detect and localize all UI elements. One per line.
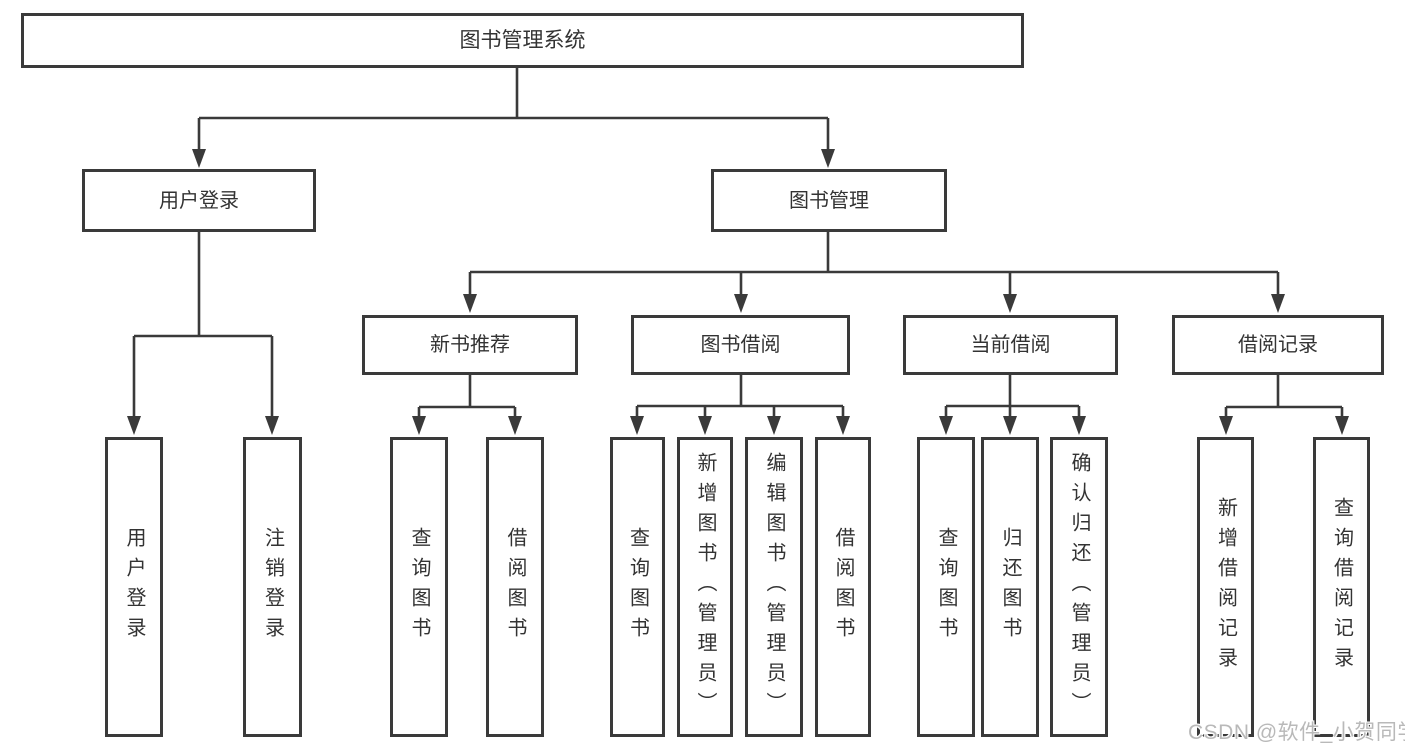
node-user-login: 用户登录 [82,169,316,232]
node-label: 查询图书 [935,527,957,647]
node-borrow-records: 借阅记录 [1172,315,1384,375]
connector-user-login-to-leaves [132,232,274,417]
arrowhead [939,416,953,435]
node-label: 查询图书 [626,527,649,647]
node-book-management: 图书管理 [711,169,947,232]
arrowhead [127,416,141,435]
node-label: 图书管理 [789,189,869,212]
node-label: 编辑图书（管理员） [763,452,785,722]
arrowhead [630,416,644,435]
node-label: 注销登录 [261,527,284,647]
arrowhead [508,416,522,435]
node-label: 归还图书 [999,527,1021,647]
arrowhead [192,149,206,168]
leaf-add-borrow-record: 新增借阅记录 [1197,437,1254,737]
leaf-confirm-return-admin: 确认归还（管理员） [1050,437,1108,737]
node-label: 借阅记录 [1238,334,1318,356]
leaf-query-books-current: 查询图书 [917,437,975,737]
arrowhead [463,294,477,313]
node-label: 查询图书 [408,527,430,647]
connector-book-borrow-to-leaves [635,375,845,418]
connector-borrow-records-to-leaves [1224,375,1344,418]
arrowhead [1072,416,1086,435]
leaf-logout: 注销登录 [243,437,302,737]
node-label: 新书推荐 [430,334,510,356]
node-label: 图书借阅 [700,334,781,356]
node-label: 借阅图书 [832,527,854,647]
node-label: 借阅图书 [504,527,526,647]
leaf-borrow-books-recommend: 借阅图书 [486,437,544,737]
node-label: 用户登录 [159,189,239,212]
leaf-query-borrow-record: 查询借阅记录 [1313,437,1370,737]
node-label: 用户登录 [123,527,145,647]
node-new-book-recommend: 新书推荐 [362,315,578,375]
node-label: 新增图书（管理员） [694,452,716,722]
arrowhead [1271,294,1285,313]
arrowhead [1003,416,1017,435]
arrowhead [734,294,748,313]
connector-new-book-recommend-to-leaves [417,375,517,418]
watermark: CSDN @软件_小贺同学 [1188,721,1405,744]
arrowhead [1003,294,1017,313]
leaf-add-book-admin: 新增图书（管理员） [677,437,733,737]
arrowhead [265,416,279,435]
leaf-return-book: 归还图书 [981,437,1039,737]
node-label: 确认归还（管理员） [1068,452,1090,722]
arrowhead [1335,416,1349,435]
node-label: 当前借阅 [970,334,1051,356]
node-current-borrow: 当前借阅 [903,315,1118,375]
connector-current-borrow-to-leaves [944,375,1081,418]
node-label: 查询借阅记录 [1330,497,1353,677]
connector-book-management-to-level3 [468,232,1280,295]
leaf-user-login: 用户登录 [105,437,163,737]
leaf-query-books-recommend: 查询图书 [390,437,448,737]
leaf-borrow-books: 借阅图书 [815,437,871,737]
node-label: 新增借阅记录 [1214,497,1237,677]
node-root: 图书管理系统 [21,13,1024,68]
leaf-query-books-borrow: 查询图书 [610,437,665,737]
node-book-borrow: 图书借阅 [631,315,850,375]
arrowhead [767,416,781,435]
arrowhead [1219,416,1233,435]
leaf-edit-book-admin: 编辑图书（管理员） [745,437,803,737]
arrowhead [698,416,712,435]
connector-root-to-level2 [197,68,830,151]
arrowheads [127,149,1349,435]
node-label: 图书管理系统 [459,29,586,52]
arrowhead [836,416,850,435]
arrowhead [412,416,426,435]
arrowhead [821,149,835,168]
